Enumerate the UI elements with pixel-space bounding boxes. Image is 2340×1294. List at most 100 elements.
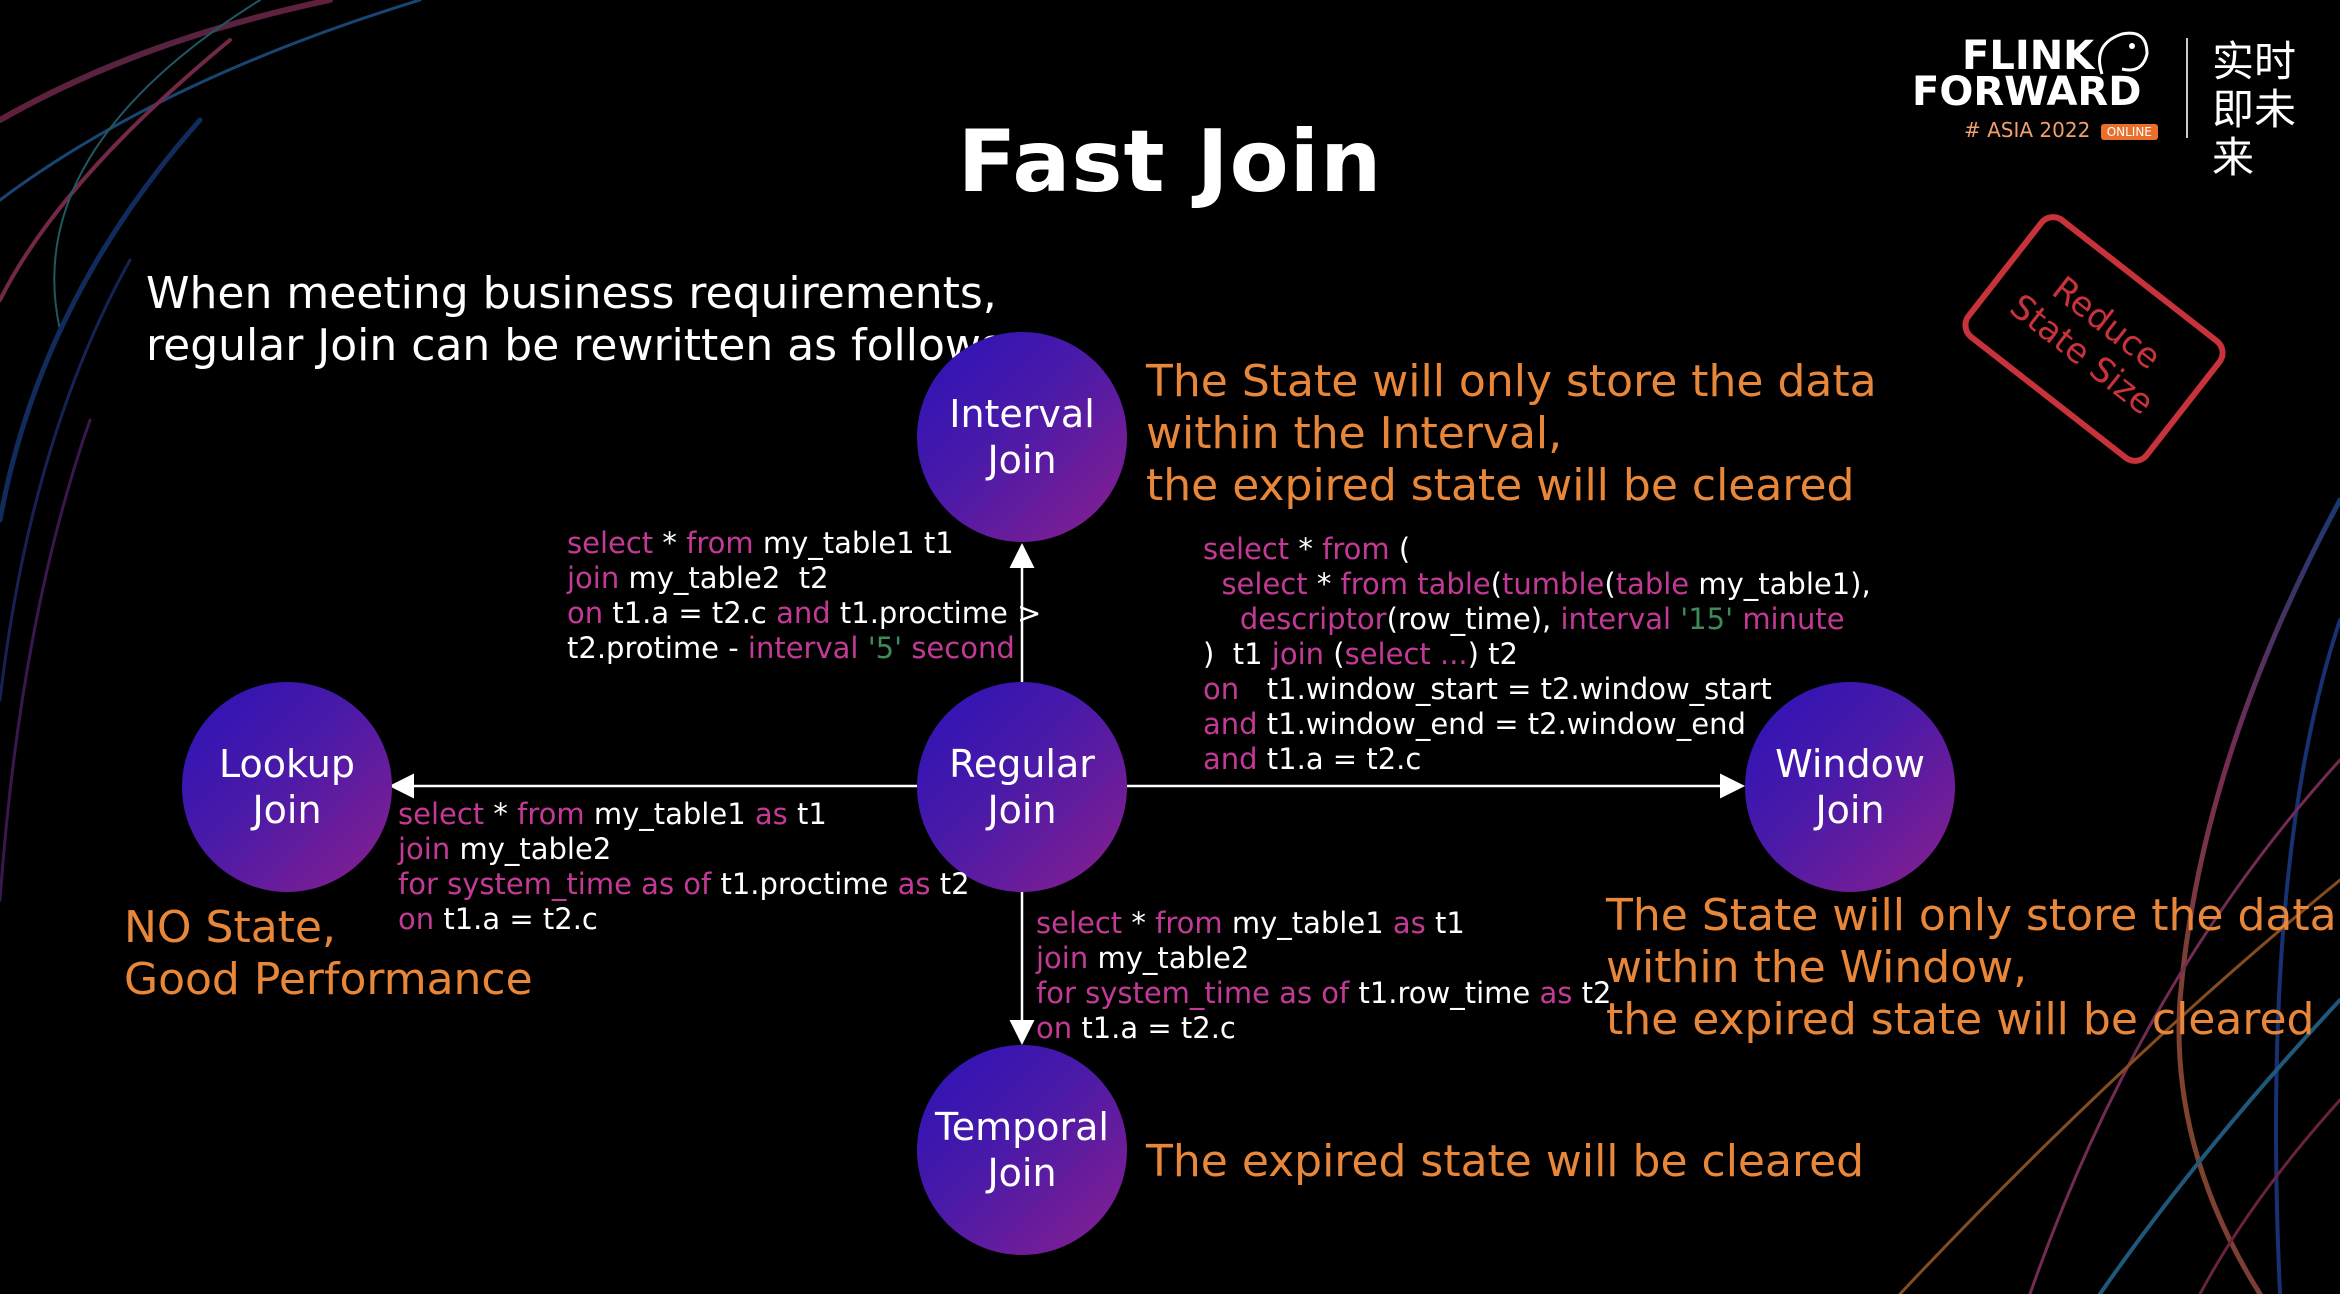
- sql-keyword: from: [1322, 532, 1390, 566]
- note-line: Good Performance: [124, 954, 533, 1005]
- sql-text: *: [653, 526, 687, 560]
- sql-text: t2: [1572, 976, 1612, 1010]
- sql-text: (: [1604, 567, 1616, 601]
- sql-keyword: as: [897, 867, 931, 901]
- sql-text: my_table1),: [1689, 567, 1871, 601]
- sql-line: and t1.a = t2.c: [1203, 742, 1871, 777]
- sql-text: my_table1: [1222, 906, 1393, 940]
- sql-keyword: join: [398, 832, 451, 866]
- sql-keyword: select: [1203, 532, 1290, 566]
- logo-slogan: 实时即未来: [2212, 37, 2297, 182]
- node-label: Join: [987, 438, 1057, 482]
- logo-line1: FLINK: [1962, 33, 2095, 79]
- sql-text: my_table1: [584, 797, 755, 831]
- note-line: within the Window,: [1606, 942, 2028, 993]
- sql-text: t1.row_time: [1349, 976, 1540, 1010]
- node-label: Join: [987, 1151, 1057, 1195]
- sql-text: [1671, 602, 1680, 636]
- node-temporal-join: Temporal Join: [917, 1045, 1127, 1255]
- sql-text: [1203, 567, 1221, 601]
- sql-line: ) t1 join (select ...) t2: [1203, 637, 1871, 672]
- sql-text: *: [1307, 567, 1341, 601]
- sql-text: t1.window_start = t2.window_start: [1239, 672, 1772, 706]
- note-line: the expired state will be cleared: [1146, 460, 1855, 511]
- sql-text: t2: [930, 867, 970, 901]
- sql-text: t1.proctime >: [830, 596, 1042, 630]
- sql-keyword: ...: [1439, 637, 1468, 671]
- sql-keyword: tumble: [1502, 567, 1605, 601]
- sql-line: on t1.window_start = t2.window_start: [1203, 672, 1871, 707]
- node-label: Interval: [949, 392, 1095, 436]
- node-label: Regular: [949, 742, 1095, 786]
- sql-keyword: for system_time as of: [398, 867, 712, 901]
- sql-keyword: join: [1036, 941, 1089, 975]
- sql-line: select * from my_table1 as t1: [398, 797, 970, 832]
- sql-text: (: [1324, 637, 1345, 671]
- sql-text: t1.a = t2.c: [434, 902, 598, 936]
- sql-string: '5': [867, 631, 903, 665]
- sql-line: select * from my_table1 as t1: [1036, 906, 1611, 941]
- node-label: Join: [987, 788, 1057, 832]
- node-interval-join: Interval Join: [917, 332, 1127, 542]
- node-regular-join: Regular Join: [917, 682, 1127, 892]
- sql-keyword: as: [1392, 906, 1426, 940]
- sql-text: (row_time),: [1386, 602, 1561, 636]
- sql-line: on t1.a = t2.c: [1036, 1011, 1611, 1046]
- sql-line: for system_time as of t1.row_time as t2: [1036, 976, 1611, 1011]
- logo-line2: FORWARD: [1912, 69, 2142, 115]
- intro-text: When meeting business requirements, regu…: [146, 268, 1004, 372]
- sql-text: [902, 631, 911, 665]
- logo-divider: [2186, 38, 2188, 138]
- sql-text: [1203, 602, 1240, 636]
- note-interval: The State will only store the data withi…: [1146, 356, 1877, 512]
- note-line: NO State,: [124, 902, 336, 953]
- note-line: within the Interval,: [1146, 408, 1563, 459]
- sql-text: t1: [787, 797, 827, 831]
- sql-line: on t1.a = t2.c: [398, 902, 970, 937]
- sql-text: my_table2 t2: [619, 561, 829, 595]
- sql-keyword: join: [567, 561, 620, 595]
- node-lookup-join: Lookup Join: [182, 682, 392, 892]
- sql-text: ) t1: [1203, 637, 1272, 671]
- sql-string: '15': [1680, 602, 1734, 636]
- sql-keyword: on: [398, 902, 435, 936]
- sql-keyword: from: [686, 526, 754, 560]
- sql-keyword: as: [754, 797, 788, 831]
- sql-text: ) t2: [1467, 637, 1518, 671]
- sql-line: t2.protime - interval '5' second: [567, 631, 1041, 666]
- sql-keyword: from: [1340, 567, 1409, 601]
- sql-text: t1.proctime: [711, 867, 898, 901]
- sql-line: join my_table2: [398, 832, 970, 867]
- sql-text: my_table1 t1: [753, 526, 954, 560]
- sql-line: and t1.window_end = t2.window_end: [1203, 707, 1871, 742]
- sql-keyword: minute: [1742, 602, 1845, 636]
- sql-keyword: on: [567, 596, 604, 630]
- sql-keyword: for system_time as of: [1036, 976, 1350, 1010]
- sql-text: [1733, 602, 1742, 636]
- sql-text: t1: [1425, 906, 1465, 940]
- note-temporal: The expired state will be cleared: [1146, 1136, 1864, 1188]
- logo-event: # ASIA 2022 ONLINE: [1964, 118, 2158, 142]
- node-label: Lookup: [218, 742, 356, 786]
- sql-text: *: [1289, 532, 1323, 566]
- sql-keyword: on: [1203, 672, 1240, 706]
- sql-text: t1.a = t2.c: [1072, 1011, 1236, 1045]
- sql-line: select * from my_table1 t1: [567, 526, 1041, 561]
- online-badge: ONLINE: [2100, 123, 2158, 140]
- sql-keyword: and: [1203, 707, 1258, 741]
- sql-text: [858, 631, 867, 665]
- sql-keyword: table: [1417, 567, 1491, 601]
- sql-keyword: and: [776, 596, 831, 630]
- sql-line: descriptor(row_time), interval '15' minu…: [1203, 602, 1871, 637]
- sql-keyword: second: [911, 631, 1015, 665]
- sql-text: *: [1122, 906, 1156, 940]
- sql-keyword: from: [517, 797, 585, 831]
- sql-line: for system_time as of t1.proctime as t2: [398, 867, 970, 902]
- sql-line: on t1.a = t2.c and t1.proctime >: [567, 596, 1041, 631]
- intro-line: regular Join can be rewritten as follows: [146, 320, 1004, 371]
- node-window-join: Window Join: [1745, 682, 1955, 892]
